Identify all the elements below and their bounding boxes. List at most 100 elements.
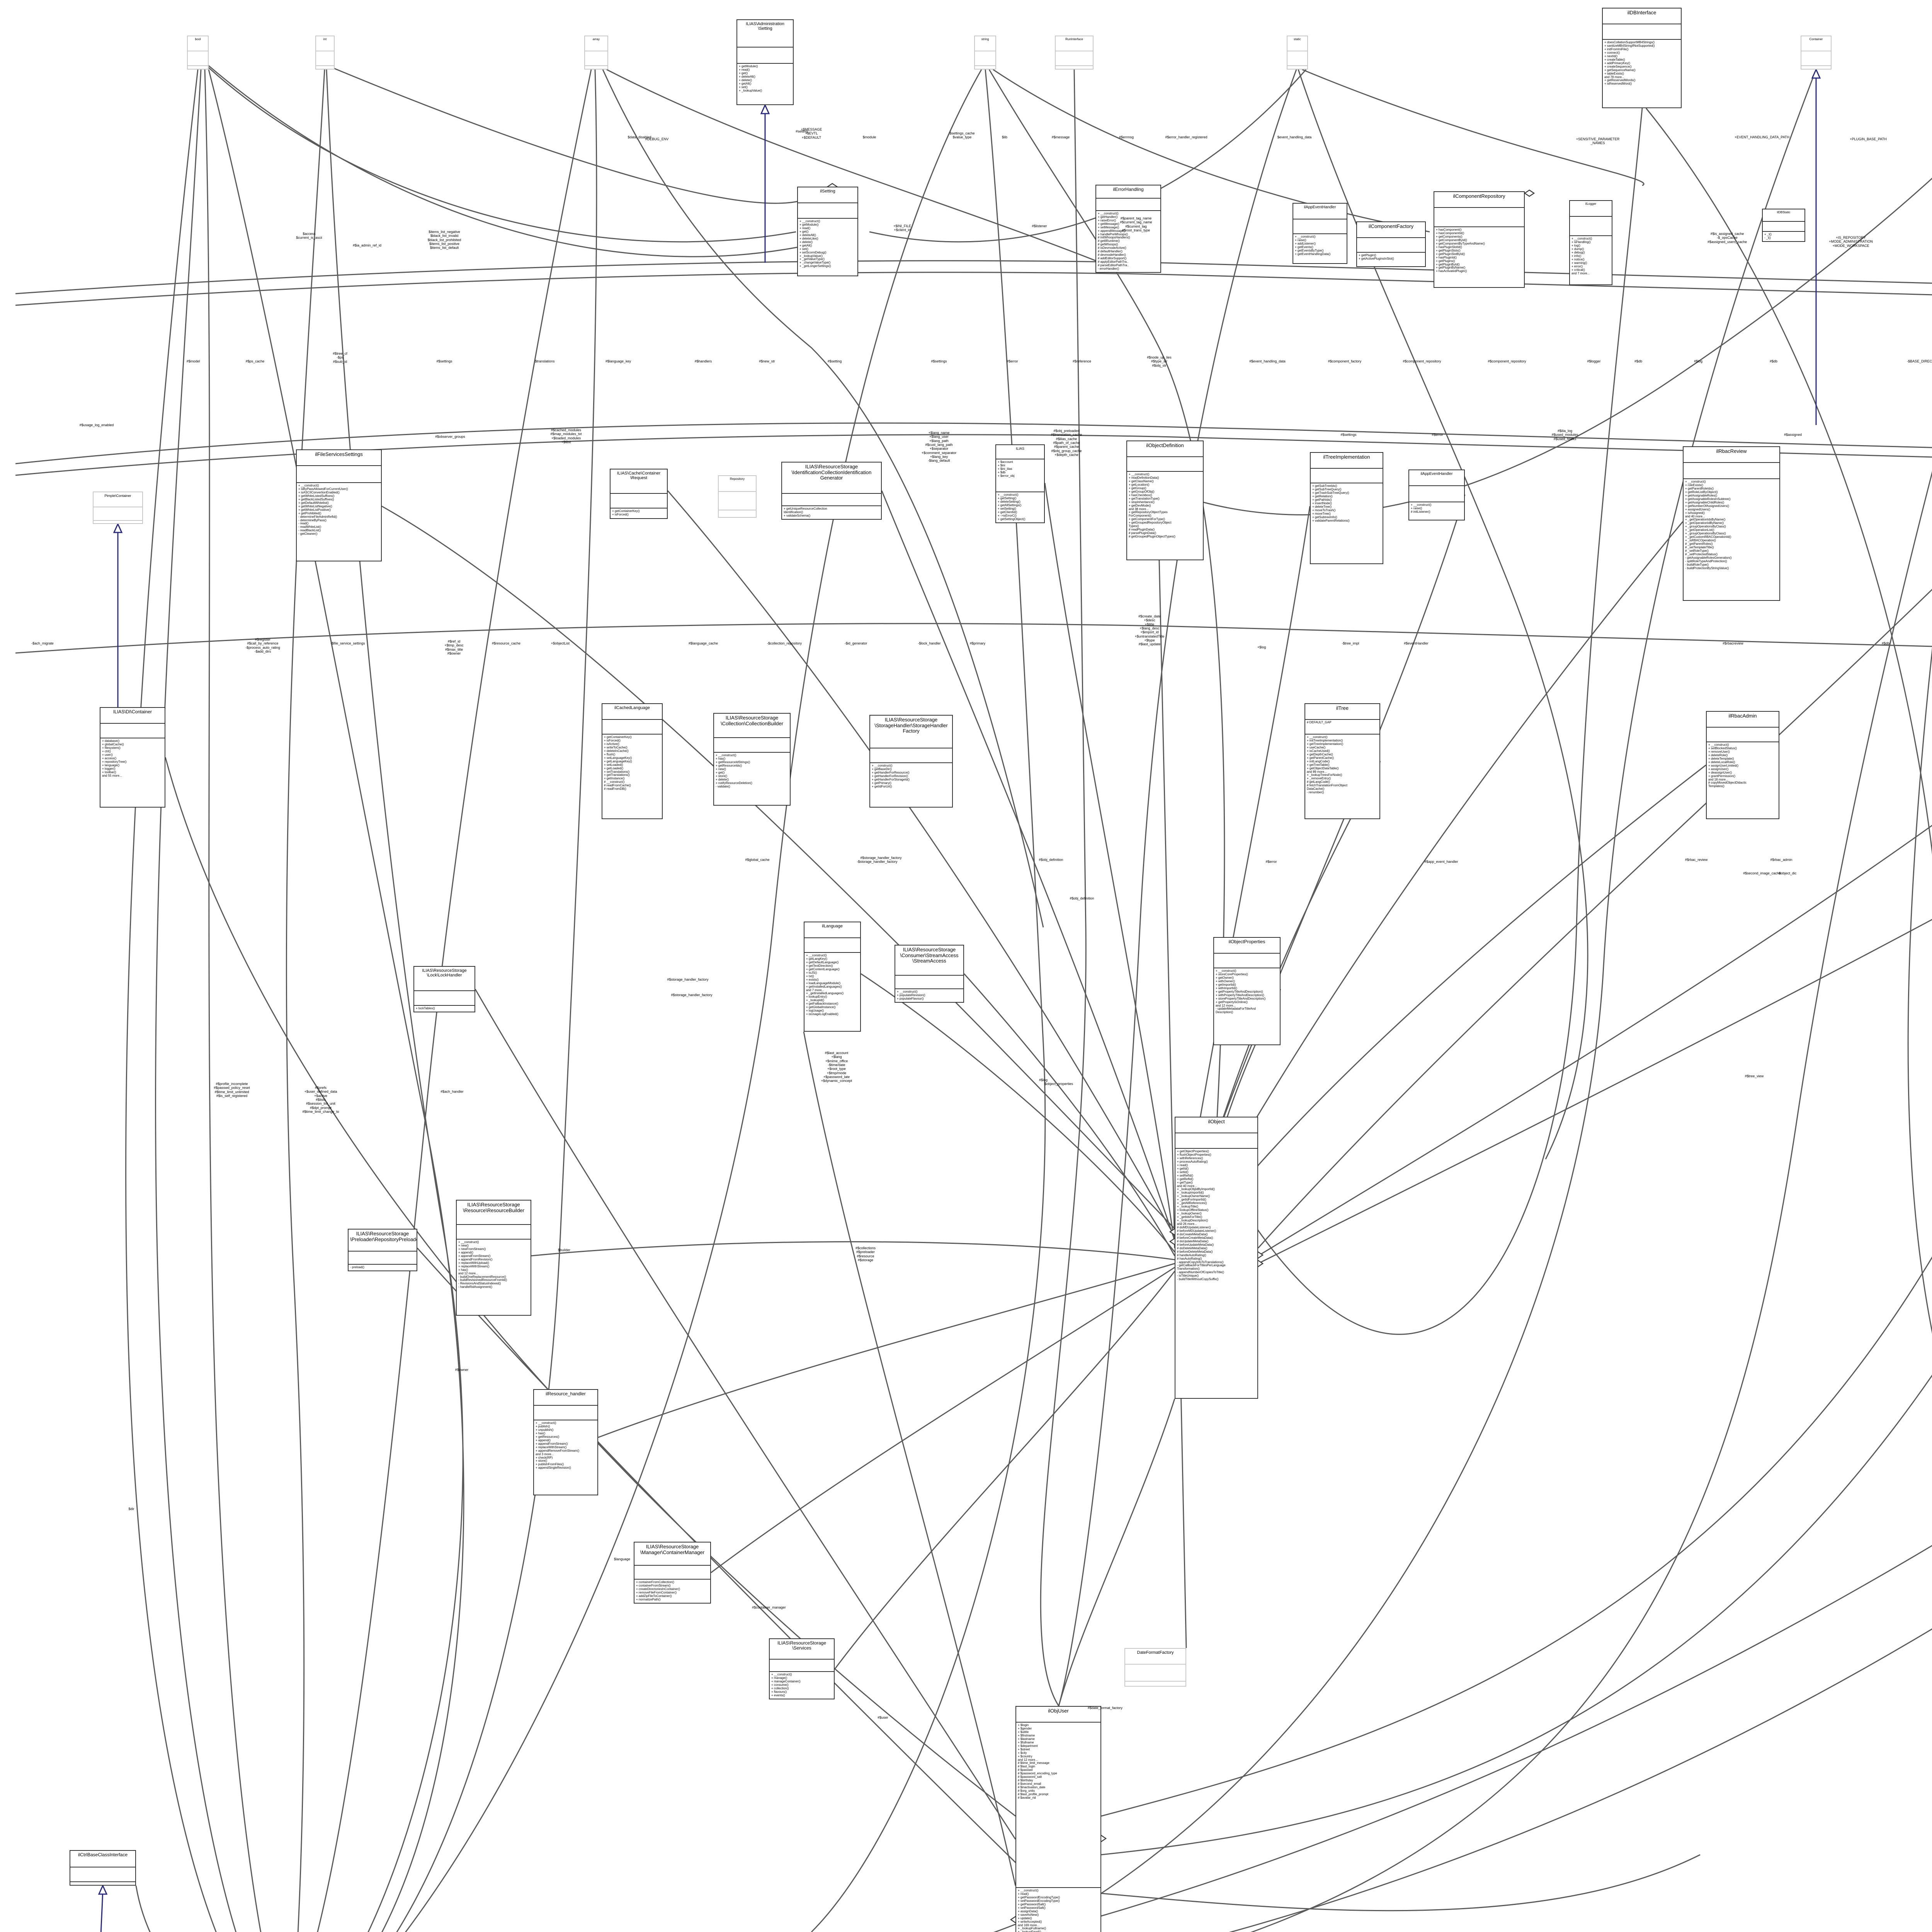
operation-row: + database() <box>102 740 120 743</box>
operation-row: + _lookupId() <box>806 999 824 1002</box>
operation-row: + isReservedWord() <box>1604 82 1632 86</box>
uml-class-node[interactable]: ilLogger+ __construct()+ isHandling()+ l… <box>1569 200 1612 285</box>
uml-class-node[interactable]: ilObjUser+ $login+ $gender+ $utitle+ $fi… <box>1015 1706 1101 1932</box>
uml-class-node[interactable]: ilTreeImplementation+ getSubTreeIds()+ g… <box>1310 452 1383 564</box>
operation-row: # beforeDeleteMetaData() <box>1177 1250 1213 1253</box>
uml-class-node[interactable]: ilErrorHandling+ __construct()+ getHandl… <box>1095 185 1161 273</box>
operation-row: + getRefId() <box>1177 1177 1194 1181</box>
uml-class-node[interactable]: ilAppEventHandler+ __construct()+ raise(… <box>1293 203 1347 264</box>
operation-row: + deleteTree() <box>1312 505 1332 509</box>
operation-row: and 12 more... <box>1216 1004 1236 1007</box>
class-attributes <box>714 738 790 753</box>
uml-class-node[interactable]: ilFileServicesSettings+ __construct()+ i… <box>296 449 382 561</box>
uml-class-node[interactable]: DateFormatFactory <box>1124 1648 1186 1687</box>
uml-class-node[interactable]: ilCachedLanguage+ getContainerKey()+ isF… <box>602 703 663 819</box>
attribute-row: + $city <box>1018 1751 1027 1755</box>
uml-class-node[interactable]: ilLanguage+ __construct()+ getLangKey()+… <box>804 922 861 1032</box>
edge-label: $builder <box>558 1248 571 1252</box>
edge-label: +$MESSAGE +$EVTL +$DEFAULT <box>801 128 822 139</box>
uml-class-node[interactable]: ILIAS\ResourceStorage \IdentificationCol… <box>781 462 882 520</box>
uml-class-node[interactable]: ILIAS\ResourceStorage \Manager\Container… <box>634 1542 711 1604</box>
uml-class-node[interactable]: bool <box>187 36 209 70</box>
operation-row: + publishFromFiles() <box>536 1463 564 1466</box>
operation-row: # copyMovedObjectDidactic Templates() <box>1708 781 1747 788</box>
attribute-row: + $fullname <box>1018 1741 1034 1744</box>
uml-class-node[interactable]: ilDBStatic+ _t()- _t() <box>1762 209 1805 242</box>
class-operations: + __construct()+ getSetting()+ deleteSet… <box>996 492 1044 522</box>
operation-row: + _lookupImportId() <box>1177 1191 1204 1195</box>
uml-class-node[interactable]: Container <box>1801 36 1832 70</box>
uml-class-node[interactable]: ilResource_handler+ __construct()+ publi… <box>533 1389 598 1495</box>
operation-row: + manageContainer() <box>771 1680 801 1684</box>
uml-class-node[interactable]: Pimple\Container <box>93 492 143 524</box>
uml-class-node[interactable]: ILIAS+ $account+ $ini+ $ini_ilias+ $db+ … <box>995 444 1045 523</box>
uml-class-node[interactable]: ILIAS\ResourceStorage \Preloader\Reposit… <box>348 1229 417 1271</box>
class-name: ilComponentRepository <box>1434 192 1524 208</box>
class-attributes <box>1214 954 1280 968</box>
uml-class-node[interactable]: static <box>1287 36 1308 70</box>
uml-class-node[interactable]: ilObjectDefinition+ __construct()+ readD… <box>1126 440 1204 560</box>
edge-label: #$language_key <box>605 359 631 363</box>
class-name: ilLogger <box>1570 201 1612 217</box>
operation-row: + getHandler() <box>1098 215 1118 219</box>
uml-class-node[interactable]: ILIAS\DI\Container+ database()+ globalCa… <box>100 707 165 808</box>
uml-class-node[interactable]: Repository <box>718 475 757 518</box>
attribute-row: # $time_limit_message <box>1018 1762 1049 1765</box>
operation-row: + _lookupTitle() <box>1177 1205 1199 1209</box>
edge-label: #$assigned <box>1784 433 1802 437</box>
uml-class-node[interactable]: int <box>315 36 335 70</box>
uml-class-node[interactable]: ilDBInterface+ doesCollationSupportMB4St… <box>1602 8 1682 108</box>
class-operations <box>1287 66 1307 68</box>
operation-row: + appendRemoveFromStream() <box>536 1449 580 1452</box>
operation-row: + _isRBACOperation() <box>1685 539 1716 543</box>
operation-row: + _getIdForImportId() <box>1177 1198 1206 1202</box>
operation-row: + events() <box>771 1694 785 1697</box>
uml-class-node[interactable]: ilRbacReview+ __construct()+ roleExists(… <box>1683 446 1780 601</box>
operation-row: + isHandling() <box>1571 240 1591 244</box>
uml-class-node[interactable]: ILIAS\ResourceStorage \Resource\Resource… <box>456 1200 531 1316</box>
uml-class-node[interactable]: ILIAS\ResourceStorage \Lock\LockHandler+… <box>413 966 475 1012</box>
operation-row: + setTranslations() <box>604 770 630 774</box>
operation-row: + getUniqueResourceCollection Identifica… <box>784 507 827 514</box>
uml-class-node[interactable]: ilCtrlBaseClassInterface <box>70 1850 136 1886</box>
operation-row: + getGroupedRepositoryObject Types() <box>1129 521 1172 528</box>
uml-class-node[interactable]: ILIAS\ResourceStorage \StorageHandler\St… <box>869 715 953 808</box>
operation-row: + getModule() <box>799 223 819 226</box>
operation-row: + getProhibited() <box>298 512 321 515</box>
uml-class-node[interactable]: ILIAS\Cache\Container \Request+ getConta… <box>610 469 668 519</box>
operation-row: + getPasswordEncodingType() <box>1018 1896 1060 1899</box>
uml-class-node[interactable]: ilTree# DEFAULT_GAP+ __construct()+ init… <box>1304 703 1380 819</box>
edge-label: +$INI_FILE +$client_id <box>893 224 911 232</box>
attribute-row: + $gender <box>1018 1727 1032 1730</box>
attribute-row: # $birthday <box>1018 1779 1033 1782</box>
operation-row: + _getInstalledLanguages() <box>806 992 844 995</box>
uml-class-node[interactable]: ILIAS\Administration \Setting+ getModule… <box>736 19 794 105</box>
uml-class-node[interactable]: ilObject+ getObjectProperties()+ flushOb… <box>1175 1117 1258 1399</box>
uml-class-node[interactable]: ilAppEventHandler+ __construct()+ raise(… <box>1408 469 1465 520</box>
uml-class-node[interactable]: ilComponentRepository+ hasComponent()+ h… <box>1434 191 1525 288</box>
uml-class-node[interactable]: ILIAS\ResourceStorage \Consumer\StreamAc… <box>895 945 964 1003</box>
uml-class-node[interactable]: ilSetting+ __construct()+ getModule()+ r… <box>797 187 858 276</box>
operation-row: + isForced() <box>612 513 629 516</box>
class-name: ilComponentFactory <box>1357 222 1425 238</box>
edge-label: $event_handling_data <box>1277 135 1312 139</box>
operation-row: + getLanguageKey() <box>604 760 632 763</box>
operation-row: + lookupEntry() <box>806 995 827 999</box>
uml-class-node[interactable]: ILIAS\ResourceStorage \Collection\Collec… <box>713 713 791 806</box>
uml-class-node[interactable]: ilComponentFactory+ getPlugin()+ getActi… <box>1356 221 1426 267</box>
operation-row: # _getParentRoles() <box>1685 543 1713 546</box>
operation-row: + deleteAll() <box>799 233 816 237</box>
operation-row: + getEvents() <box>1295 245 1313 249</box>
uml-class-node[interactable]: string <box>974 36 996 70</box>
uml-class-node[interactable]: ilObjectProperties+ __construct()+ store… <box>1213 937 1281 1045</box>
operation-row: + getTranslations() <box>604 774 630 777</box>
edge-label: #$rbac_review <box>1685 858 1708 862</box>
operation-row: + getImportId() <box>1216 983 1236 986</box>
operation-row: and 40 more... <box>1177 1184 1197 1188</box>
uml-class-node[interactable]: ILIAS\ResourceStorage \Services+ __const… <box>769 1638 835 1699</box>
class-name: ilTree <box>1305 704 1379 720</box>
uml-class-node[interactable]: array <box>584 36 608 70</box>
uml-class-node[interactable]: RunInterface <box>1055 36 1094 70</box>
uml-class-node[interactable]: ilRbacAdmin+ __construct()+ setBlockedSt… <box>1706 711 1779 819</box>
operation-row: + getBlackListedSuffixes() <box>298 498 334 501</box>
